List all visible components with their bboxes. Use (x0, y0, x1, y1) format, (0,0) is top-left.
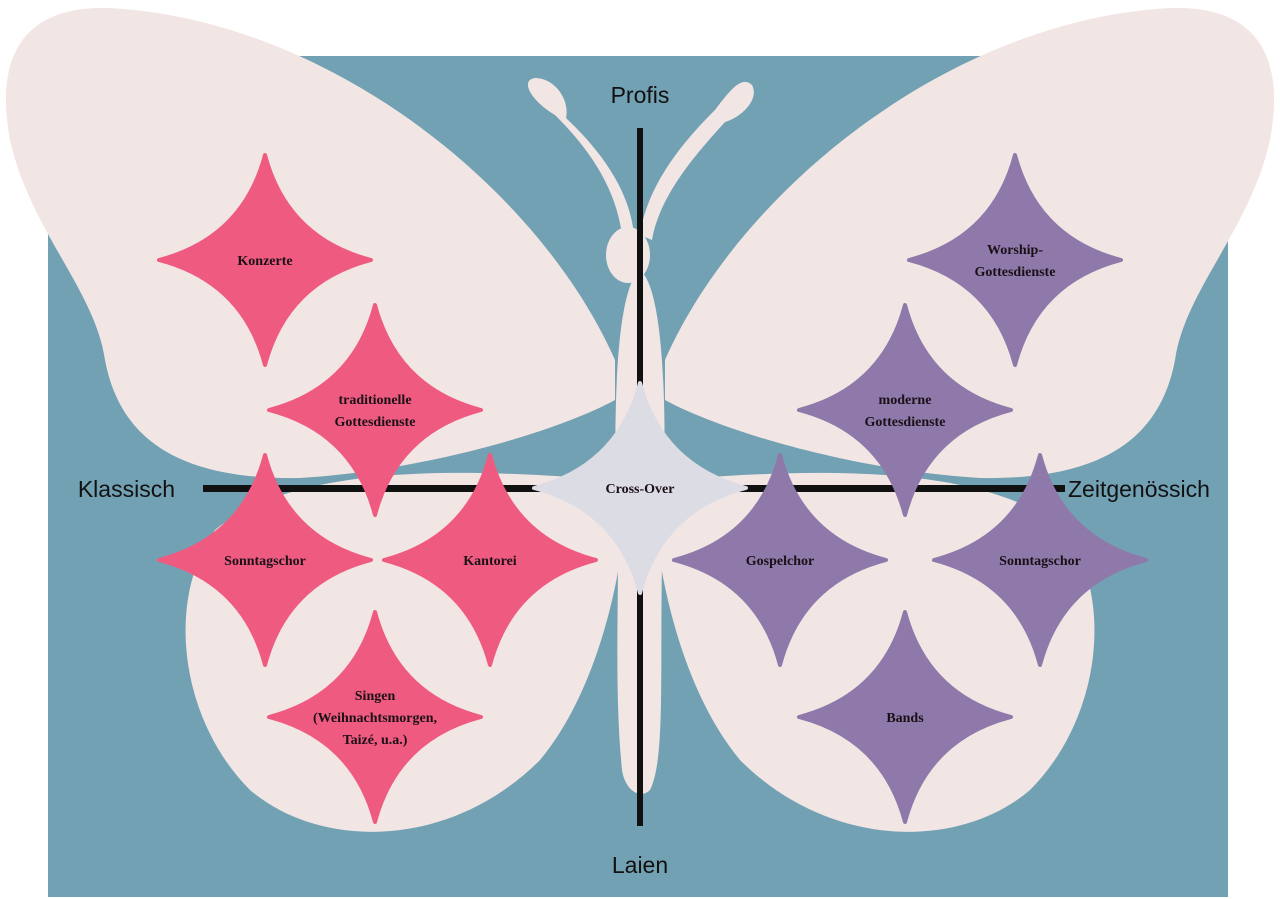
axis-label-bottom: Laien (612, 852, 668, 878)
star-label: (Weihnachtsmorgen, (313, 711, 437, 726)
star-shape (797, 610, 1013, 824)
star-singen: Singen (Weihnachtsmorgen, Taizé, u.a.) (267, 610, 483, 824)
stars: KonzertetraditionelleGottesdiensteSonnta… (157, 153, 1148, 824)
star-label: Gottesdienste (975, 265, 1056, 280)
right-antenna (640, 81, 754, 240)
star-cross-over: Cross-Over (532, 381, 748, 595)
star-label: moderne (879, 393, 932, 408)
star-shape (907, 153, 1123, 367)
star-label: Konzerte (237, 254, 292, 269)
star-worship-gottesdienste: Worship- Gottesdienste (907, 153, 1123, 367)
star-shape (267, 303, 483, 517)
star-sonntagschor-klassisch: Sonntagschor (157, 453, 373, 667)
axis-label-right: Zeitgenössich (1068, 476, 1210, 502)
star-sonntagschor-zeitgenoessisch: Sonntagschor (932, 453, 1148, 667)
star-shape (157, 153, 373, 367)
star-label: Gospelchor (746, 554, 814, 569)
star-shape (157, 453, 373, 667)
axis-label-top: Profis (611, 82, 670, 108)
star-bands: Bands (797, 610, 1013, 824)
star-label: Singen (355, 689, 396, 704)
star-shape (932, 453, 1148, 667)
star-label: traditionelle (338, 393, 411, 408)
star-label: Worship- (987, 243, 1043, 258)
star-shape (267, 610, 483, 824)
star-gospelchor: Gospelchor (672, 453, 888, 667)
star-label: Bands (886, 711, 924, 726)
star-label: Cross-Over (606, 482, 675, 497)
star-label: Gottesdienste (865, 415, 946, 430)
star-label: Kantorei (463, 554, 517, 569)
star-label: Taizé, u.a.) (343, 733, 408, 748)
star-label: Sonntagschor (224, 554, 306, 569)
star-label: Sonntagschor (999, 554, 1081, 569)
star-shape (382, 453, 598, 667)
star-shape (797, 303, 1013, 517)
star-label: Gottesdienste (335, 415, 416, 430)
star-kantorei: Kantorei (382, 453, 598, 667)
star-shape (532, 381, 748, 595)
axis-label-left: Klassisch (78, 476, 175, 502)
star-shape (672, 453, 888, 667)
left-antenna (527, 78, 634, 235)
star-konzerte: Konzerte (157, 153, 373, 367)
